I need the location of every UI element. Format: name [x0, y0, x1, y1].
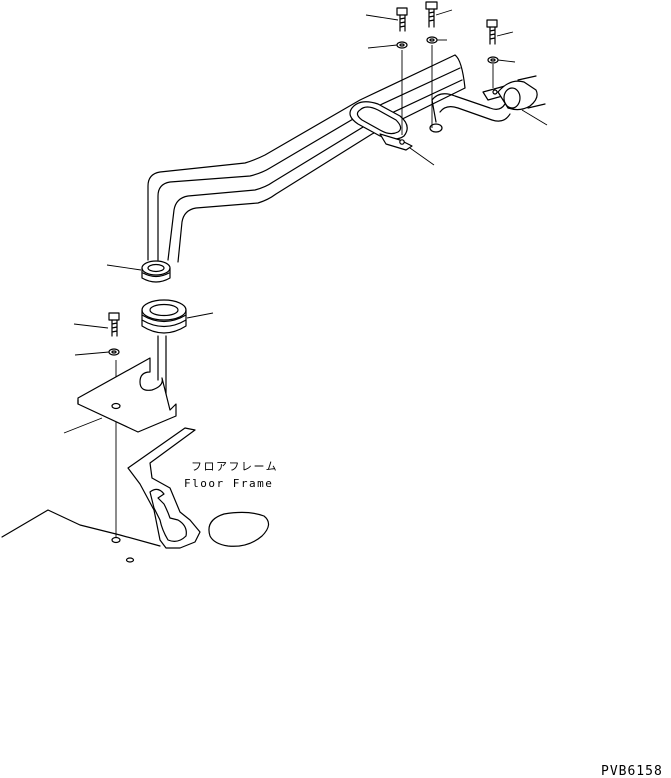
floor-frame-label-jp: フロアフレーム	[191, 460, 278, 473]
floor-frame	[1, 427, 270, 563]
top-bolt-3	[486, 19, 499, 88]
top-bolt-2	[425, 1, 438, 128]
grommet-small	[141, 260, 171, 283]
top-bolt-1	[396, 7, 408, 135]
hose-bundle	[147, 54, 511, 396]
leader-lines	[63, 9, 548, 434]
grommet-large	[141, 299, 187, 334]
cover-plate	[77, 357, 177, 433]
bundle-clamp	[349, 101, 413, 151]
figure-code: PVB6158	[601, 764, 663, 778]
left-bolt	[108, 312, 120, 540]
right-clamp	[482, 75, 546, 111]
floor-frame-label-en: Floor Frame	[184, 477, 273, 490]
